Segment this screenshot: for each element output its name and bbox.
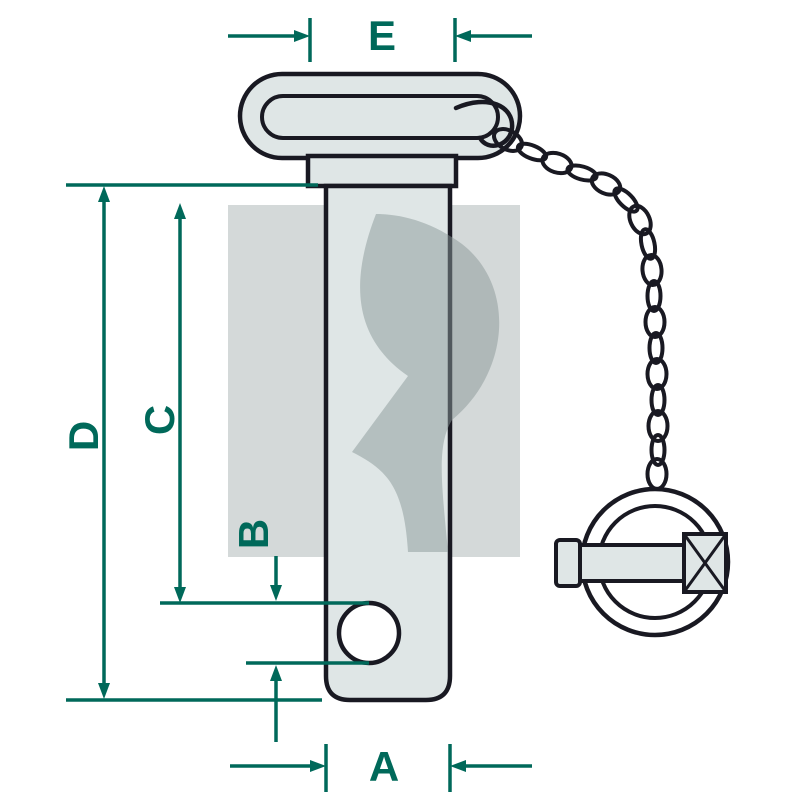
arrowhead [174,203,186,219]
pin-handle-head [237,71,523,161]
dimension-c: C [136,203,369,605]
chain-link [638,227,658,261]
dimension-d: D [60,183,322,702]
chain-link [645,279,663,313]
chain-hook [453,99,515,148]
chain-link [649,433,667,467]
chain-link [645,357,669,391]
arrowhead [270,665,282,681]
securing-chain [453,99,670,491]
chain-link [612,186,640,214]
dimension-label-e: E [368,12,396,59]
chain-link [565,163,599,183]
chain-link [646,409,670,443]
dimension-e: E [228,12,532,62]
chain-link [649,383,667,417]
dimension-label-c: C [136,405,183,435]
dimension-a: A [230,743,532,792]
arrowhead [98,186,110,202]
linch-pin-head-bevel [682,533,728,593]
chain-link [643,305,667,339]
arrowhead [455,30,471,42]
arrowhead [270,585,282,601]
arrowhead [294,30,310,42]
pin-handle-slot [260,94,500,140]
dimension-label-a: A [369,743,399,790]
watermark-leaf [352,214,500,552]
arrowhead [174,587,186,603]
chain-link [492,127,524,153]
arrowhead [450,760,466,772]
linch-pin [554,486,731,638]
chain-link [589,171,623,197]
chain-link [647,331,665,365]
chain-link [627,203,653,237]
chain-link [640,253,664,287]
chain-link [515,141,549,163]
arrowhead [98,683,110,699]
linch-pin-tip-cap [554,538,582,588]
dimension-label-b: B [230,519,277,549]
pin-neck [305,153,459,189]
linch-pin-body [574,543,688,583]
pin-hole [336,600,402,666]
dimension-label-d: D [60,421,107,451]
arrowhead [310,760,326,772]
dimension-b: B [230,519,369,742]
